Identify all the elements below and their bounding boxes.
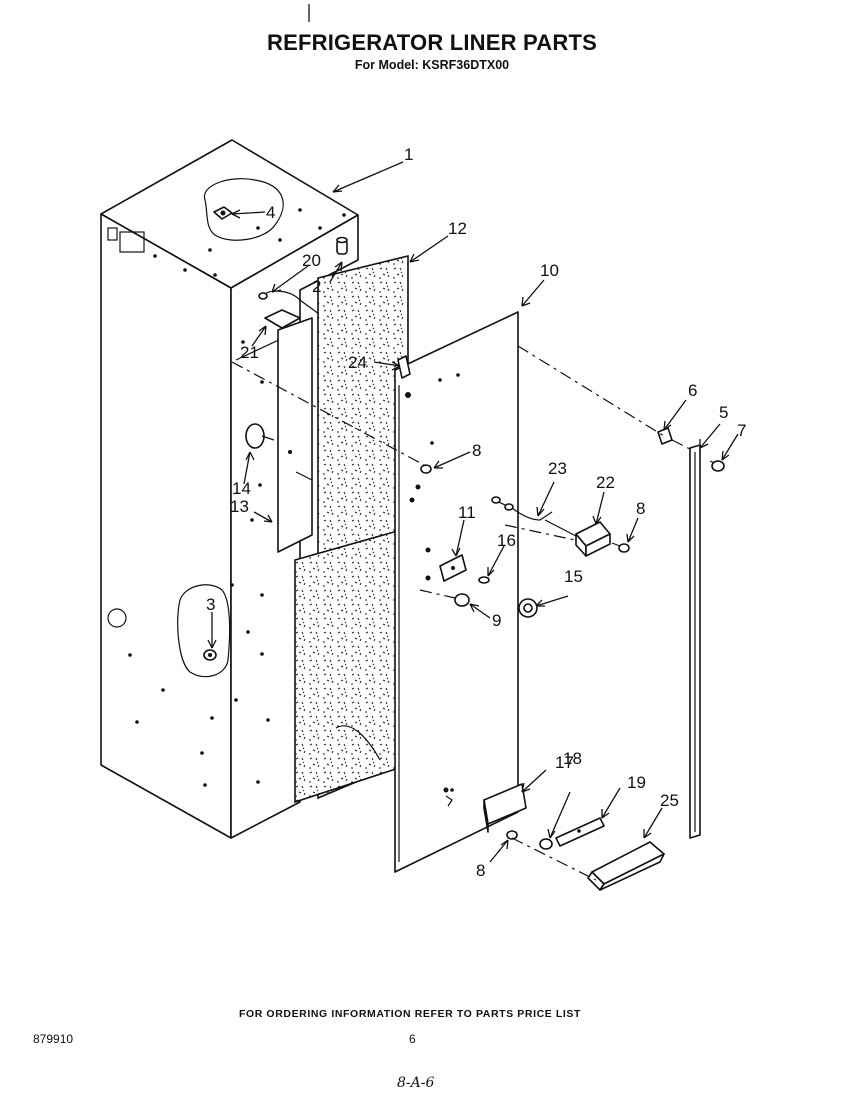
- nut-part-18: [539, 838, 553, 850]
- alignment-lines: [231, 345, 693, 881]
- handwritten-note: 8-A-6: [397, 1075, 435, 1091]
- liner-panel-part-10: [394, 311, 519, 873]
- callout-8-upper: 8: [472, 441, 481, 460]
- ordering-note: FOR ORDERING INFORMATION REFER TO PARTS …: [238, 1008, 582, 1020]
- bracket-part-21: [264, 309, 313, 553]
- callout-20: 20: [302, 251, 321, 270]
- callout-18: 18: [563, 749, 582, 768]
- top-fastener-part-4: [213, 206, 233, 220]
- callout-2: 2: [312, 277, 321, 296]
- screw-part-7: [709, 460, 725, 472]
- bushing-part-15: [518, 598, 538, 618]
- knob-part-9: [419, 589, 470, 607]
- callout-25: 25: [660, 791, 679, 810]
- screw-part-8-lower: [506, 830, 518, 840]
- screw-part-8-upper: [420, 464, 432, 474]
- callout-6: 6: [688, 381, 697, 400]
- callout-15: 15: [564, 567, 583, 586]
- retainer-part-6: [657, 427, 673, 445]
- clip-part-24: [397, 355, 411, 379]
- callout-21: 21: [240, 343, 259, 362]
- page-title: REFRIGERATOR LINER PARTS: [267, 30, 597, 55]
- hinge-bracket-part-17: [443, 783, 527, 833]
- wire-part-23: [491, 496, 553, 521]
- callout-4: 4: [266, 203, 275, 222]
- model-subtitle: For Model: KSRF36DTX00: [354, 58, 510, 72]
- callout-13: 13: [230, 497, 249, 516]
- grommet-part-16: [478, 576, 490, 584]
- clip-part-3: [203, 649, 217, 661]
- callout-7: 7: [737, 421, 746, 440]
- trim-strip-part-5: [689, 444, 701, 839]
- callout-3: 3: [206, 595, 215, 614]
- callout-17: 17: [555, 753, 574, 772]
- document-number: 879910: [33, 1032, 74, 1046]
- switch-part-22: [544, 519, 611, 557]
- callout-11: 11: [458, 503, 476, 522]
- callout-22: 22: [596, 473, 615, 492]
- callout-10: 10: [540, 261, 559, 280]
- plate-part-11: [425, 547, 467, 582]
- callout-16: 16: [497, 531, 516, 550]
- callout-8-right: 8: [636, 499, 645, 518]
- cap-part-2: [336, 236, 348, 255]
- callout-labels: 1 2 3 4 5 6 7 8 8 8 9 10 11 12 13 14 15 …: [206, 145, 746, 880]
- page-number: 6: [409, 1032, 416, 1046]
- callout-19: 19: [627, 773, 646, 792]
- callout-5: 5: [719, 403, 728, 422]
- bumper-part-14: [245, 423, 275, 449]
- callout-8-lower: 8: [476, 861, 485, 880]
- callout-9: 9: [492, 611, 501, 630]
- callout-24: 24: [348, 353, 367, 372]
- callout-12: 12: [448, 219, 467, 238]
- callout-14: 14: [232, 479, 251, 498]
- callout-1: 1: [404, 145, 413, 164]
- insulation-part-12: [294, 254, 409, 804]
- pin-part-19: [555, 817, 605, 847]
- cover-part-25: [587, 841, 665, 891]
- screw-part-8-right: [611, 542, 630, 553]
- callout-23: 23: [548, 459, 567, 478]
- callout-leaders: [207, 161, 739, 863]
